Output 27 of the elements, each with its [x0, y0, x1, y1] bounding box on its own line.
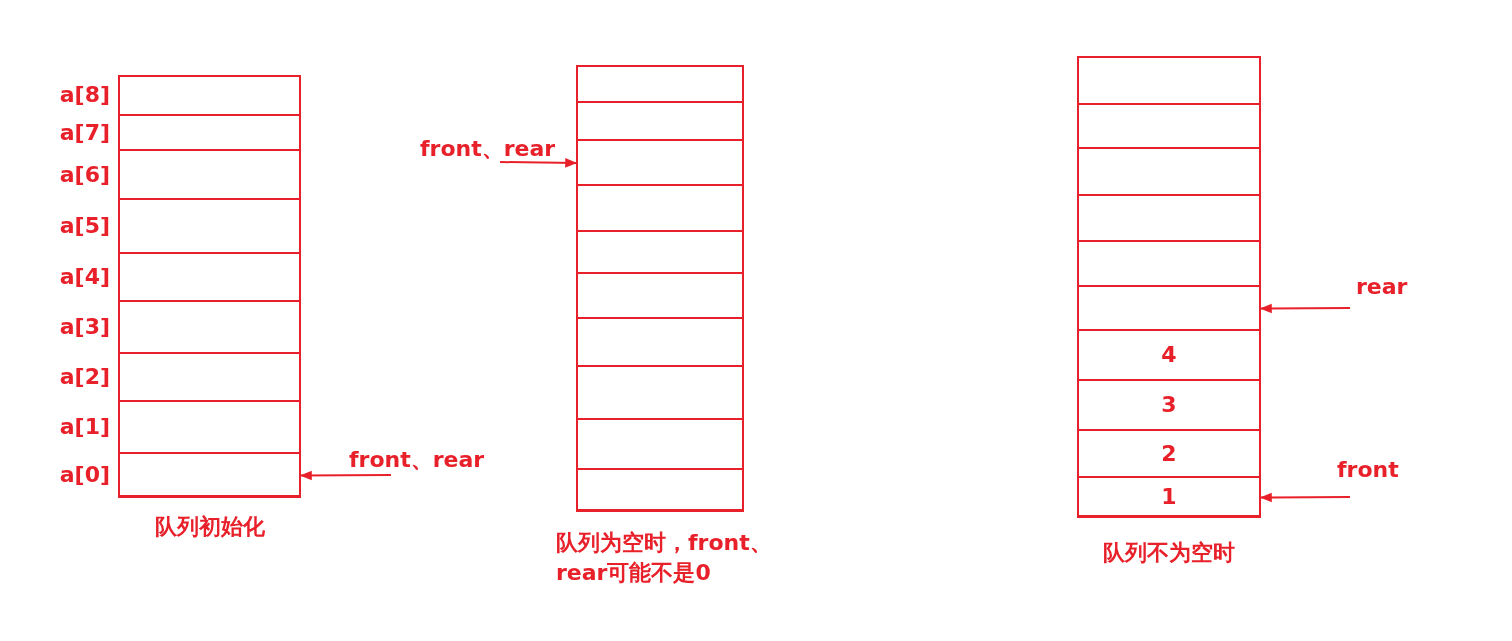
index-label: a[1] [59, 414, 110, 440]
array-cell: 2 [1077, 430, 1261, 478]
array-cell: 1 [1077, 477, 1261, 518]
pointer-label: rear [1348, 274, 1408, 308]
array-cell: 4 [1077, 330, 1261, 381]
index-label: a[4] [59, 264, 110, 290]
arrow [1259, 303, 1351, 314]
index-label: a[7] [59, 119, 110, 146]
pointer-label: front、rear [420, 136, 556, 162]
queue-array [576, 65, 744, 511]
pointer-label: front、rear [349, 447, 485, 475]
arrow [299, 470, 392, 481]
arrow [1259, 492, 1351, 503]
array-label: 队列为空时，front、rear可能不是0 [556, 529, 773, 587]
index-label: a[3] [59, 314, 110, 340]
index-label: a[0] [59, 462, 110, 488]
arrow [499, 158, 578, 168]
index-label: a[2] [59, 364, 110, 390]
index-label: a[5] [59, 213, 110, 239]
array-label: 队列初始化 [153, 513, 266, 541]
index-label: a[8] [59, 82, 110, 108]
index-label: a[6] [59, 161, 110, 188]
array-label: 队列不为空时 [1102, 539, 1236, 567]
array-cell: 3 [1077, 380, 1261, 431]
pointer-label: front [1330, 457, 1399, 497]
queue-array [1077, 56, 1261, 517]
queue-array [118, 75, 301, 497]
